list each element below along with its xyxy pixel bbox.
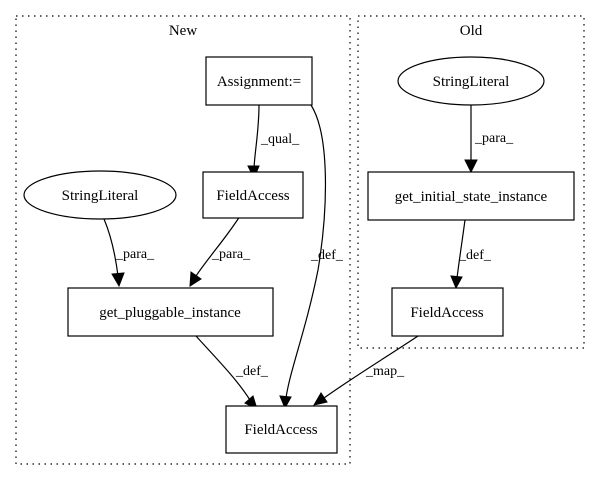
node-new-string-literal-label: StringLiteral: [62, 188, 139, 204]
cluster-new-title: New: [169, 23, 197, 39]
edge-label-para-stringliteral: _para_: [115, 247, 155, 262]
arrowhead: [464, 159, 478, 174]
edge-label-def-pluggable: _def_: [235, 364, 269, 379]
edge-old-stringliteral-para: _para_: [464, 105, 514, 174]
edge-assignment-qual: _qual_: [247, 104, 300, 180]
arrowhead: [189, 271, 202, 287]
node-get-initial-state-instance-label: get_initial_state_instance: [395, 189, 548, 205]
cluster-new-border: [15, 15, 351, 465]
edge-label-def-assignment: _def_: [310, 248, 344, 263]
node-assignment-label: Assignment:=: [217, 74, 301, 90]
node-get-pluggable-instance: get_pluggable_instance: [67, 287, 274, 337]
edge-stringliteral-para: _para_: [103, 218, 155, 288]
node-new-field-access-label: FieldAccess: [216, 188, 289, 204]
cluster-new: New: [15, 15, 351, 465]
edge-label-para-fieldaccess: _para_: [211, 247, 251, 262]
arrowhead: [111, 272, 125, 288]
node-old-string-literal-label: StringLiteral: [433, 74, 510, 90]
node-new-string-literal: StringLiteral: [23, 170, 177, 220]
node-old-field-access: FieldAccess: [391, 287, 504, 337]
node-new-field-access: FieldAccess: [202, 171, 304, 219]
node-assignment: Assignment:=: [205, 56, 313, 106]
node-old-string-literal: StringLiteral: [397, 56, 545, 106]
edge-fieldaccess-para: _para_: [189, 215, 251, 287]
edge-label-para-old: _para_: [474, 131, 514, 146]
edge-assignment-def: _def_: [279, 104, 344, 410]
cluster-old: Old: [357, 15, 585, 349]
edge-label-map: _map_: [365, 364, 405, 379]
edge-pluggable-def: _def_: [195, 335, 269, 410]
node-target-field-access-label: FieldAccess: [244, 422, 317, 438]
node-target-field-access: FieldAccess: [225, 405, 338, 454]
node-get-initial-state-instance: get_initial_state_instance: [367, 171, 575, 221]
node-old-field-access-label: FieldAccess: [410, 305, 483, 321]
node-get-pluggable-instance-label: get_pluggable_instance: [99, 305, 241, 321]
arrowhead: [279, 395, 292, 410]
edge-label-qual: _qual_: [260, 132, 300, 147]
edge-old-fieldaccess-map: _map_: [312, 335, 419, 406]
edge-label-def-initial: _def_: [458, 248, 492, 263]
cluster-old-title: Old: [460, 23, 483, 39]
arrowhead: [312, 392, 328, 406]
edge-initial-def: _def_: [450, 219, 492, 290]
arrowhead: [450, 275, 463, 290]
